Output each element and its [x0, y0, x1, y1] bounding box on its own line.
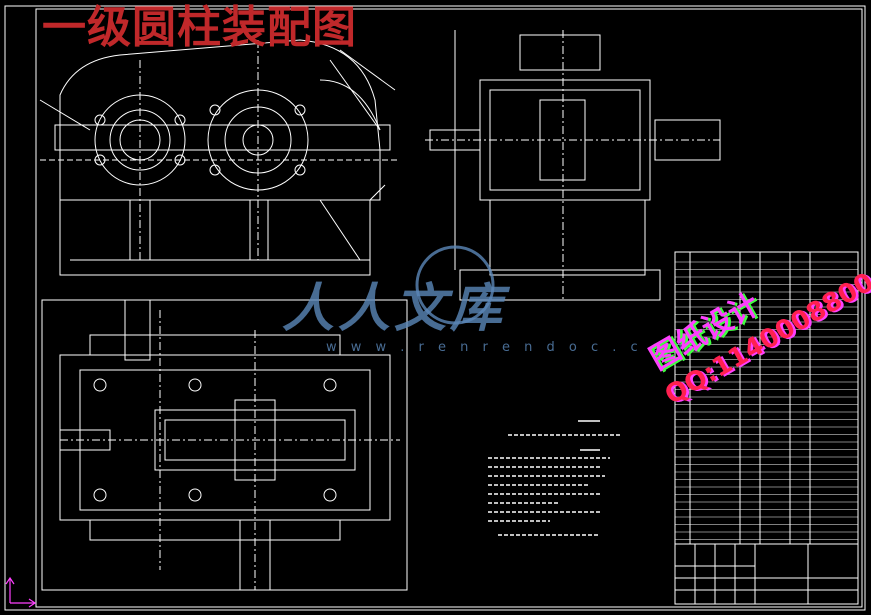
watermark-text: 人人文库	[282, 278, 507, 339]
parts-list-table	[674, 251, 859, 545]
top-view	[41, 299, 408, 591]
front-view	[39, 39, 400, 276]
ucs-axis-icon	[5, 576, 37, 608]
drawing-title: 一级圆柱装配图	[42, 2, 357, 53]
title-block	[674, 543, 859, 605]
outer-border	[4, 5, 866, 611]
watermark-url: w w w . r e n r e n d o c . c o m	[326, 340, 692, 355]
inner-border	[35, 8, 863, 608]
technical-notes	[488, 420, 620, 536]
watermark-circle	[415, 245, 495, 325]
side-view	[425, 30, 721, 301]
